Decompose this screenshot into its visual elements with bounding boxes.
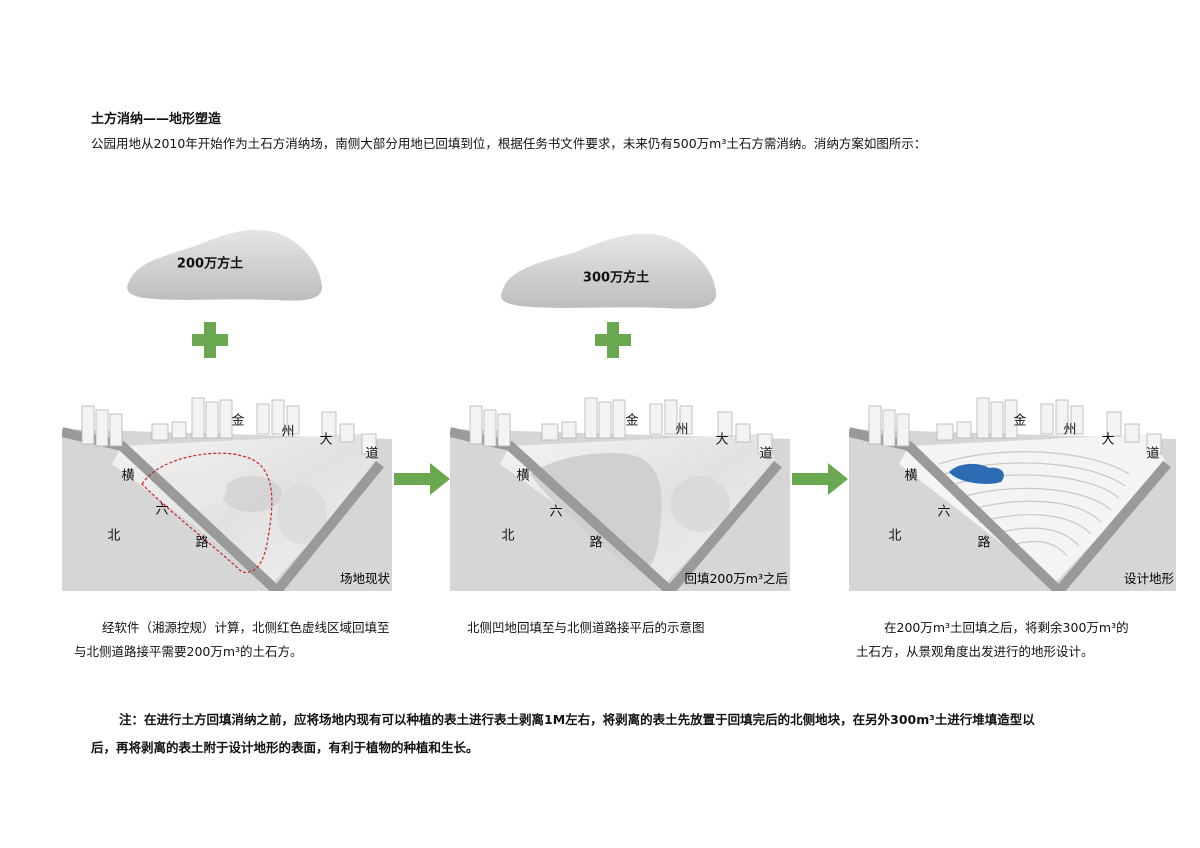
- road-char: 路: [977, 535, 991, 551]
- road-char: 六: [549, 504, 563, 520]
- cloud-300: 300万方土: [498, 226, 720, 312]
- arrow-right-icon: [792, 463, 850, 499]
- cloud-label: 200万方土: [176, 256, 244, 272]
- caption-2: 北侧凹地回填至与北侧道路接平后的示意图: [467, 616, 787, 640]
- cloud-shape: [127, 229, 323, 301]
- panel-label: 设计地形: [1123, 571, 1174, 586]
- road-char: 州: [675, 422, 689, 438]
- road-char: 横: [516, 468, 530, 484]
- site-panel-after-fill: 金 州 大 道 横 六 路 北 回填200万m³之后: [450, 394, 790, 591]
- road-char: 北: [107, 528, 121, 544]
- caption-3: 在200万m³土回填之后，将剩余300万m³的 土石方，从景观角度出发进行的地形…: [856, 616, 1176, 664]
- section-title: 土方消纳——地形塑造: [91, 112, 222, 127]
- site-panel-current: 金 州 大 道 横 六 路 北 场地现状: [62, 394, 392, 591]
- road-char: 横: [121, 468, 135, 484]
- road-char: 道: [759, 446, 773, 462]
- cloud-label: 300万方土: [582, 270, 650, 286]
- panel-label: 回填200万m³之后: [684, 571, 788, 586]
- cloud-200: 200万方土: [125, 222, 325, 304]
- caption-line: 土石方，从景观角度出发进行的地形设计。: [856, 644, 1094, 659]
- arrow-right-icon: [394, 463, 452, 499]
- caption-1: 经软件（湘源控规）计算，北侧红色虚线区域回填至 与北侧道路接平需要200万m³的…: [74, 616, 434, 664]
- road-char: 道: [1146, 446, 1160, 462]
- road-char: 金: [231, 413, 245, 429]
- road-char: 北: [888, 528, 902, 544]
- caption-line: 在200万m³土回填之后，将剩余300万m³的: [884, 620, 1129, 635]
- caption-line: 北侧凹地回填至与北侧道路接平后的示意图: [467, 620, 705, 635]
- road-char: 路: [589, 535, 603, 551]
- plus-icon: [595, 322, 631, 362]
- road-char: 六: [937, 504, 951, 520]
- plus-icon: [192, 322, 228, 362]
- caption-line: 经软件（湘源控规）计算，北侧红色虚线区域回填至: [102, 620, 390, 635]
- note-line: 后，再将剥离的表土附于设计地形的表面，有利于植物的种植和生长。: [91, 740, 479, 755]
- road-char: 州: [281, 424, 295, 440]
- note-text: 注：在进行土方回填消纳之前，应将场地内现有可以种植的表土进行表土剥离1M左右，将…: [91, 706, 1161, 762]
- road-char: 横: [904, 468, 918, 484]
- site-terrain-illustration: [62, 394, 392, 591]
- road-char: 大: [319, 432, 333, 448]
- site-terrain-illustration: [450, 394, 790, 591]
- note-line: 注：在进行土方回填消纳之前，应将场地内现有可以种植的表土进行表土剥离1M左右，将…: [119, 712, 1035, 727]
- road-char: 大: [1101, 432, 1115, 448]
- cloud-shape: [500, 233, 717, 309]
- road-char: 大: [715, 432, 729, 448]
- road-char: 六: [155, 502, 169, 518]
- road-char: 北: [501, 528, 515, 544]
- site-panel-design: 金 州 大 道 横 六 路 北 设计地形: [849, 394, 1176, 591]
- road-char: 金: [1013, 413, 1027, 429]
- road-char: 路: [195, 535, 209, 551]
- caption-line: 与北侧道路接平需要200万m³的土石方。: [74, 644, 303, 659]
- road-char: 金: [625, 413, 639, 429]
- road-char: 道: [365, 446, 379, 462]
- intro-text: 公园用地从2010年开始作为土石方消纳场，南侧大部分用地已回填到位，根据任务书文…: [91, 136, 927, 151]
- panel-label: 场地现状: [339, 571, 390, 586]
- site-terrain-illustration: [849, 394, 1176, 591]
- road-char: 州: [1063, 422, 1077, 438]
